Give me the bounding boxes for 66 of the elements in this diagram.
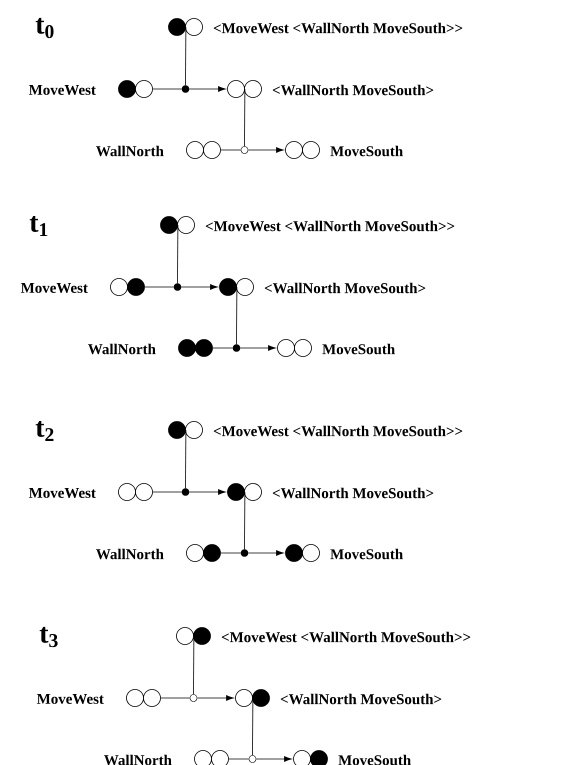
connector bbox=[193, 636, 194, 695]
circle-marker bbox=[227, 483, 245, 501]
node-label: MoveSouth bbox=[330, 548, 403, 560]
node-label: <MoveWest <WallNorth MoveSouth>> bbox=[206, 220, 454, 232]
junction-dot bbox=[232, 344, 240, 352]
node-label: <MoveWest <WallNorth MoveSouth>> bbox=[214, 426, 462, 436]
junction-dot bbox=[240, 146, 248, 154]
connector bbox=[248, 550, 284, 556]
node-label: MoveWest bbox=[36, 694, 104, 704]
connector bbox=[228, 758, 250, 760]
node-label: WallNorth bbox=[96, 146, 164, 156]
connector bbox=[252, 698, 254, 756]
circle-marker bbox=[168, 18, 186, 36]
panel-title: t$_{0}$ bbox=[36, 18, 54, 38]
circle-marker bbox=[219, 278, 237, 296]
junction-dot bbox=[240, 549, 248, 557]
connector bbox=[240, 345, 276, 351]
junction-dot bbox=[248, 755, 256, 763]
panel-title: t$_{2}$ bbox=[36, 420, 54, 442]
connector bbox=[220, 552, 242, 554]
circle-marker bbox=[227, 80, 245, 98]
junction-dot bbox=[182, 488, 190, 496]
circle-marker bbox=[127, 278, 145, 296]
circle-marker bbox=[143, 689, 161, 707]
circle-marker bbox=[277, 339, 295, 357]
node-label: MoveSouth bbox=[330, 146, 403, 156]
circle-marker bbox=[285, 544, 303, 562]
connector bbox=[180, 284, 218, 290]
node-label: <MoveWest <WallNorth MoveSouth>> bbox=[222, 632, 470, 642]
node-label: WallNorth bbox=[88, 344, 156, 354]
junction-dot bbox=[174, 283, 182, 291]
node-label: MoveWest bbox=[20, 283, 88, 293]
node-label: MoveSouth bbox=[338, 754, 411, 765]
node-label: <WallNorth MoveSouth> bbox=[272, 84, 434, 96]
node-label: <MoveWest <WallNorth MoveSouth>> bbox=[214, 22, 462, 34]
connector bbox=[256, 756, 292, 762]
circle-marker bbox=[195, 339, 213, 357]
circle-marker bbox=[135, 80, 153, 98]
connector bbox=[152, 88, 182, 90]
circle-marker bbox=[235, 689, 253, 707]
connector bbox=[188, 86, 226, 92]
circle-marker bbox=[285, 141, 303, 159]
circle-marker bbox=[135, 483, 153, 501]
node-label: MoveSouth bbox=[322, 344, 395, 354]
node-label: WallNorth bbox=[96, 548, 164, 560]
junction-dot bbox=[182, 85, 190, 93]
circle-marker bbox=[160, 216, 178, 234]
node-label: <WallNorth MoveSouth> bbox=[280, 694, 442, 704]
node-label: MoveWest bbox=[28, 488, 96, 498]
circle-marker bbox=[211, 750, 229, 765]
node-label: WallNorth bbox=[104, 754, 172, 765]
circle-marker bbox=[203, 544, 221, 562]
panel-title: t$_{1}$ bbox=[30, 216, 48, 236]
connector bbox=[244, 492, 246, 550]
circle-marker bbox=[176, 627, 194, 645]
node-label: <WallNorth MoveSouth> bbox=[264, 282, 426, 294]
connector bbox=[188, 489, 226, 495]
circle-marker bbox=[168, 421, 186, 439]
junction-dot bbox=[190, 694, 198, 702]
circle-marker bbox=[203, 141, 221, 159]
connector bbox=[248, 147, 284, 153]
connector bbox=[196, 695, 234, 701]
node-label: MoveWest bbox=[28, 85, 96, 95]
connector bbox=[144, 286, 174, 288]
node-label: <WallNorth MoveSouth> bbox=[272, 488, 434, 498]
panel-title: t$_{3}$ bbox=[40, 626, 58, 648]
